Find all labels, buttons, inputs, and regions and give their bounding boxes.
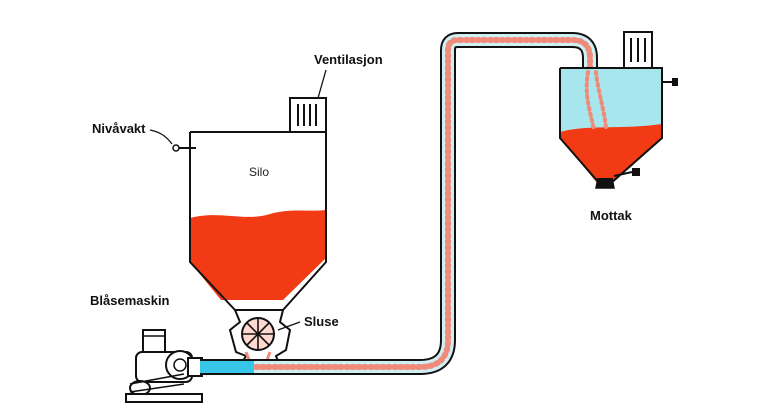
silo-vent-filter: Ventilasjon	[289, 52, 383, 133]
receiver-falling-particles	[584, 70, 608, 132]
level-sensor-label: Nivåvakt	[92, 121, 146, 136]
ventilation-leader-line	[317, 69, 327, 99]
ventilation-label: Ventilasjon	[314, 52, 383, 67]
blower-label: Blåsemaskin	[90, 293, 170, 308]
receiver-material	[560, 124, 662, 184]
receiver: Mottak	[559, 31, 678, 223]
rotary-valve-label: Sluse	[304, 314, 339, 329]
conveying-pipe	[200, 32, 598, 375]
level-sensor: Nivåvakt	[92, 121, 196, 152]
silo-outline	[189, 132, 327, 311]
silo: Silo	[189, 131, 327, 311]
rotary-valve: Sluse	[228, 309, 339, 369]
blower: Blåsemaskin	[90, 293, 203, 403]
receiver-outline	[559, 67, 663, 185]
silo-label: Silo	[249, 165, 269, 179]
level-sensor-leader-line	[149, 129, 173, 145]
receiver-label: Mottak	[590, 208, 633, 223]
silo-material	[190, 210, 326, 300]
rotary-valve-vanes	[242, 318, 274, 350]
rotary-valve-leader-line	[277, 321, 301, 331]
pipe-material-particles	[253, 37, 593, 370]
